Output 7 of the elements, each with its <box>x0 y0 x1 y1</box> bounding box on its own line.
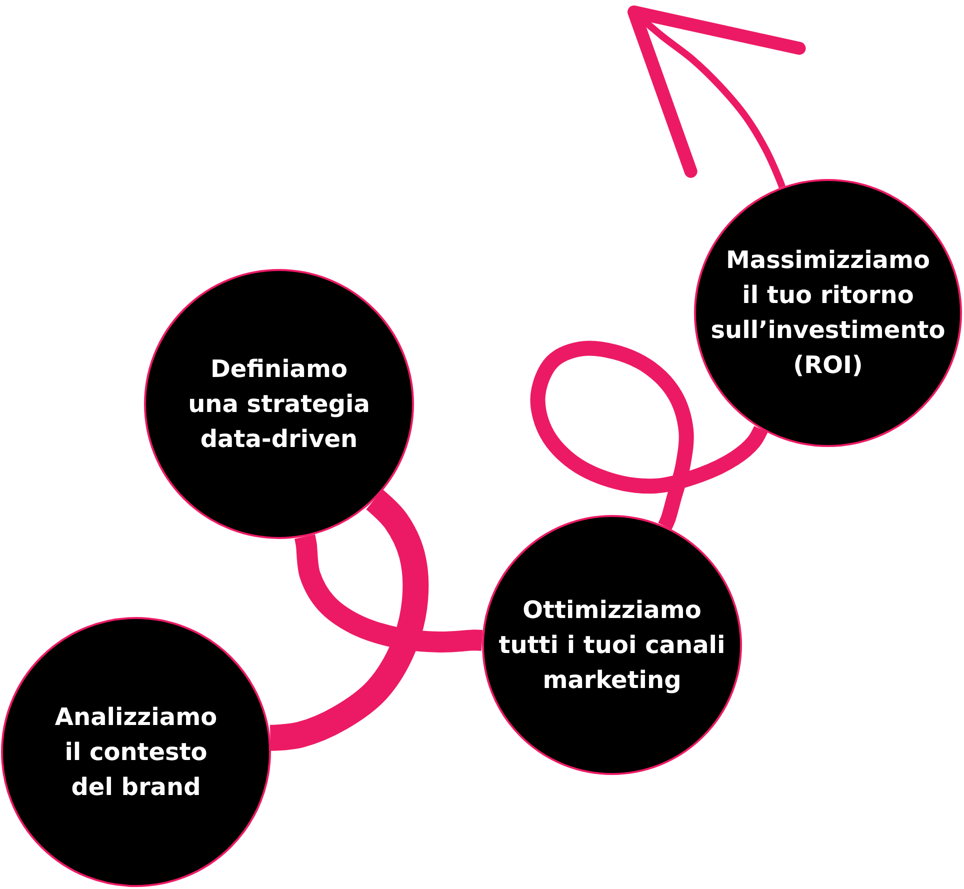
curved-connector <box>530 340 768 530</box>
step-label: Massimizziamo il tuo ritorno sull’investimento (ROI) <box>710 245 946 381</box>
curved-connector <box>294 534 485 653</box>
step-label: Analizziamo il contesto del brand <box>54 702 218 802</box>
curved-arrow <box>628 6 806 188</box>
step-label: Ottimizziamo tutti i tuoi canali marketing <box>498 594 726 696</box>
step-label: Definiamo una strategia data-driven <box>188 354 370 454</box>
